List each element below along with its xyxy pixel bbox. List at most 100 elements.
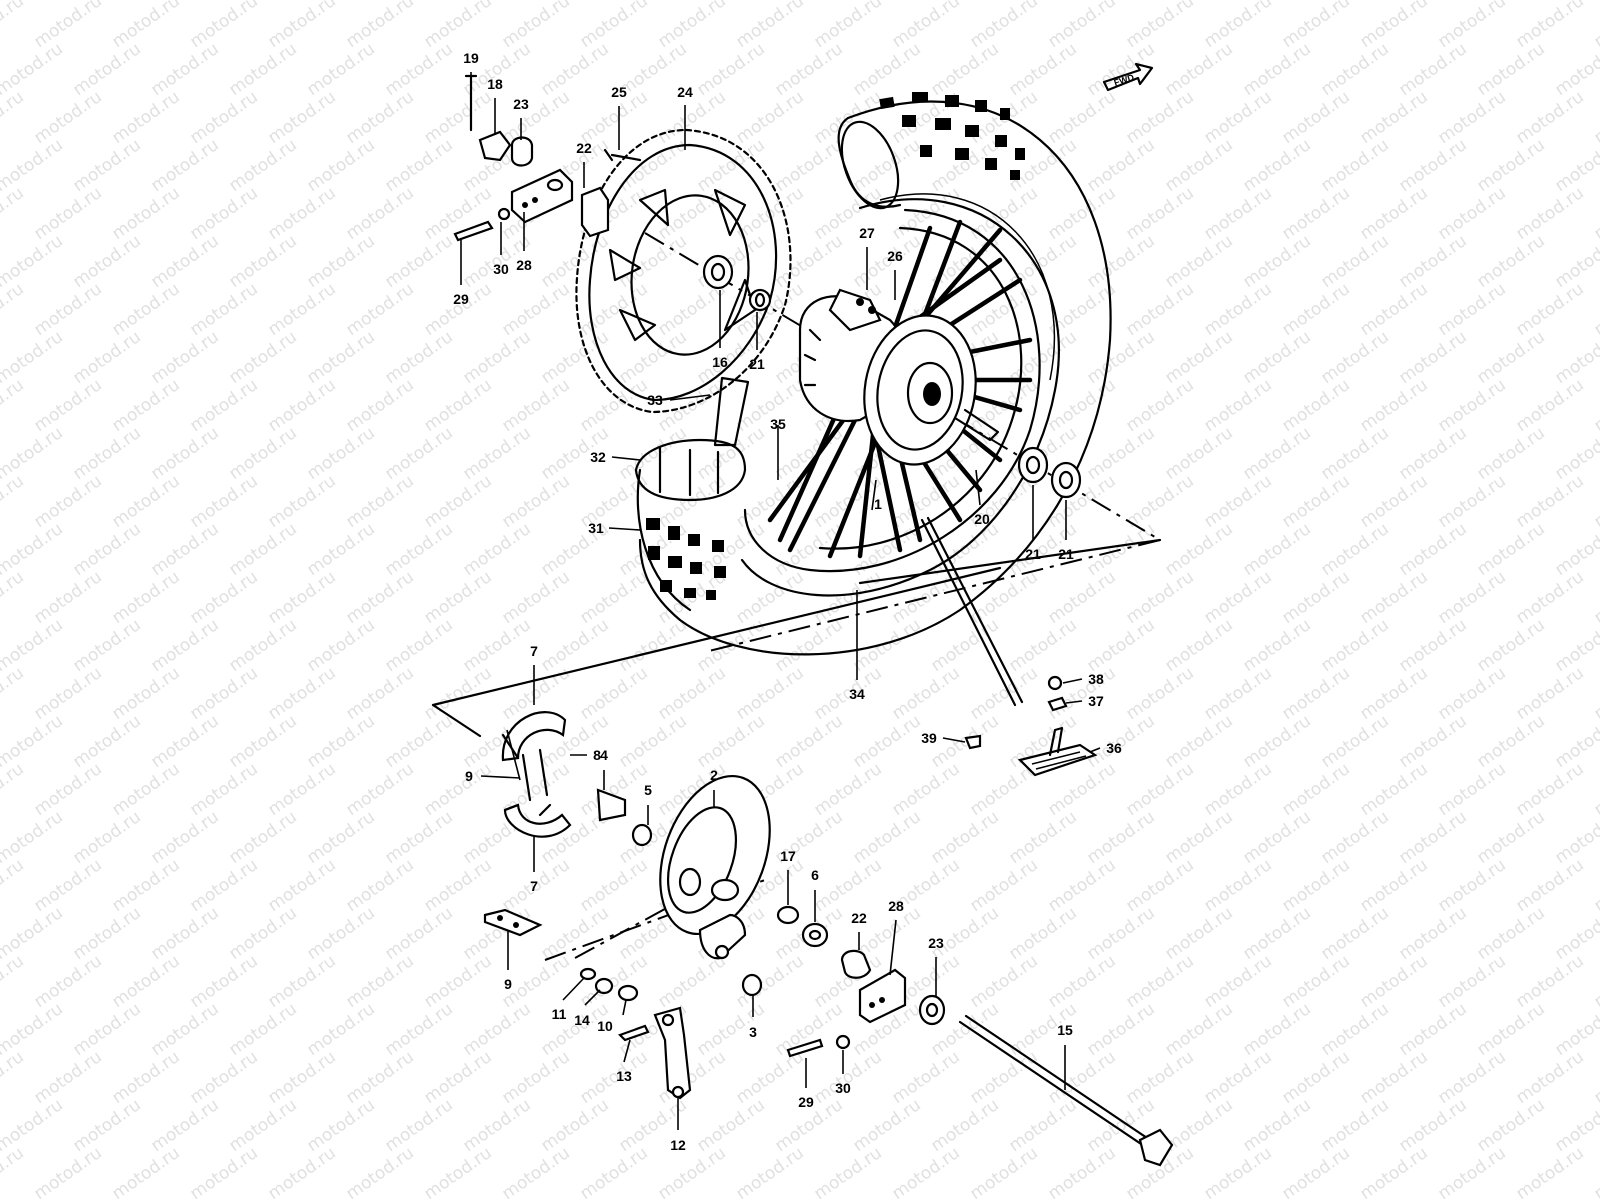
watermark-text: motod.ru [1200, 471, 1275, 532]
watermark-text: motod.ru [1590, 855, 1600, 916]
watermark-text: motod.ru [1356, 759, 1431, 820]
watermark-text: motod.ru [108, 951, 183, 1012]
watermark-text: motod.ru [1278, 0, 1353, 52]
callout-32: 32 [590, 449, 606, 465]
callout-22-lower: 22 [851, 910, 867, 926]
watermark-text: motod.ru [576, 1143, 651, 1200]
watermark-text: motod.ru [1200, 759, 1275, 820]
brake-shoes [501, 711, 572, 838]
watermark-text: motod.ru [30, 1047, 105, 1108]
watermark-text: motod.ru [225, 999, 300, 1060]
watermark-text: motod.ru [1122, 183, 1197, 244]
watermark-text: motod.ru [1395, 903, 1470, 964]
watermark-text: motod.ru [1356, 663, 1431, 724]
watermark-text: motod.ru [1395, 1095, 1470, 1156]
watermark-text: motod.ru [1083, 327, 1158, 388]
watermark-text: motod.ru [342, 663, 417, 724]
watermark-text: motod.ru [1200, 663, 1275, 724]
watermark-text: motod.ru [1395, 39, 1470, 100]
watermark-text: motod.ru [147, 231, 222, 292]
watermark-text: motod.ru [1239, 999, 1314, 1060]
watermark-text: motod.ru [69, 135, 144, 196]
watermark-text: motod.ru [1005, 903, 1080, 964]
watermark-text: motod.ru [1083, 39, 1158, 100]
watermark-text: motod.ru [225, 327, 300, 388]
watermark-text: motod.ru [1395, 615, 1470, 676]
watermark-text: motod.ru [342, 1047, 417, 1108]
watermark-text: motod.ru [1317, 711, 1392, 772]
watermark-text: motod.ru [1317, 519, 1392, 580]
watermark-text: motod.ru [30, 663, 105, 724]
watermark-text: motod.ru [771, 39, 846, 100]
watermark-text: motod.ru [1473, 807, 1548, 868]
watermark-text: motod.ru [1200, 375, 1275, 436]
callout-28-upper: 28 [516, 257, 532, 273]
watermark-text: motod.ru [1239, 423, 1314, 484]
watermark-text: motod.ru [966, 1143, 1041, 1200]
watermark-text: motod.ru [303, 231, 378, 292]
watermark-text: motod.ru [459, 615, 534, 676]
callout-leaders [460, 72, 1101, 1130]
watermark-text: motod.ru [810, 1047, 885, 1108]
watermark-text: motod.ru [966, 0, 1041, 52]
watermark-text: motod.ru [459, 327, 534, 388]
callout-17: 17 [780, 848, 796, 864]
callout-21-c: 21 [1058, 546, 1074, 562]
watermark-text: motod.ru [1200, 87, 1275, 148]
watermark-text: motod.ru [108, 663, 183, 724]
callout-7-lower: 7 [530, 878, 538, 894]
watermark-text: motod.ru [381, 39, 456, 100]
watermark-text: motod.ru [69, 807, 144, 868]
watermark-text: motod.ru [342, 855, 417, 916]
watermark-text: motod.ru [0, 87, 28, 148]
watermark-text: motod.ru [1122, 0, 1197, 52]
watermark-text: motod.ru [0, 951, 28, 1012]
watermark-text: motod.ru [1356, 1047, 1431, 1108]
watermark-text: motod.ru [732, 87, 807, 148]
watermark-text: motod.ru [264, 951, 339, 1012]
watermark-text: motod.ru [1239, 519, 1314, 580]
watermark-text: motod.ru [186, 1143, 261, 1200]
watermark-text: motod.ru [1512, 183, 1587, 244]
watermark-text: motod.ru [1200, 567, 1275, 628]
watermark-text: motod.ru [615, 711, 690, 772]
watermark-text: motod.ru [1434, 471, 1509, 532]
watermark-text: motod.ru [0, 1143, 28, 1200]
watermark-text: motod.ru [1278, 1047, 1353, 1108]
watermark-text: motod.ru [1473, 231, 1548, 292]
watermark-text: motod.ru [576, 1047, 651, 1108]
watermark-text: motod.ru [849, 39, 924, 100]
watermark-text: motod.ru [303, 999, 378, 1060]
watermark-text: motod.ru [1434, 1047, 1509, 1108]
watermark-text: motod.ru [498, 1143, 573, 1200]
callout-38: 38 [1088, 671, 1104, 687]
watermark-text: motod.ru [1395, 135, 1470, 196]
watermark-text: motod.ru [342, 279, 417, 340]
watermark-text: motod.ru [849, 807, 924, 868]
watermark-text: motod.ru [1122, 279, 1197, 340]
watermark-text: motod.ru [576, 855, 651, 916]
watermark-text: motod.ru [30, 471, 105, 532]
watermark-text: motod.ru [1278, 759, 1353, 820]
watermark-text: motod.ru [966, 1047, 1041, 1108]
watermark-text: motod.ru [30, 1143, 105, 1200]
watermark-text: motod.ru [1161, 999, 1236, 1060]
watermark-text: motod.ru [303, 807, 378, 868]
watermark-text: motod.ru [1161, 711, 1236, 772]
watermark-text: motod.ru [69, 39, 144, 100]
watermark-text: motod.ru [225, 231, 300, 292]
watermark-text: motod.ru [1122, 567, 1197, 628]
watermark-text: motod.ru [420, 855, 495, 916]
callout-31: 31 [588, 520, 604, 536]
watermark-text: motod.ru [498, 567, 573, 628]
watermark-text: motod.ru [108, 471, 183, 532]
watermark-text: motod.ru [108, 87, 183, 148]
watermark-text: motod.ru [537, 1095, 612, 1156]
watermark-text: motod.ru [69, 327, 144, 388]
watermark-text: motod.ru [498, 87, 573, 148]
watermark-text: motod.ru [459, 423, 534, 484]
watermark-text: motod.ru [342, 87, 417, 148]
watermark-text: motod.ru [1473, 519, 1548, 580]
watermark-text: motod.ru [1317, 615, 1392, 676]
watermark-text: motod.ru [147, 519, 222, 580]
